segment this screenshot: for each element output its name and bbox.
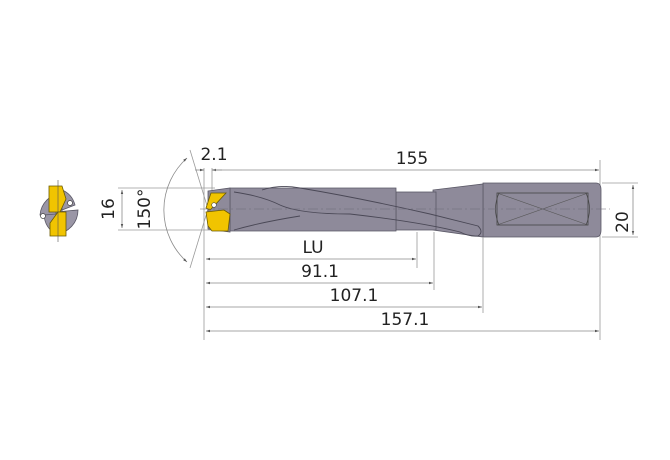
insert-top: [205, 192, 227, 211]
coolant-hole-icon: [67, 200, 73, 206]
diameter-dimension: 16: [99, 187, 215, 231]
overall-155-label: 155: [396, 149, 428, 169]
insert-bottom: [205, 209, 231, 232]
point-offset-dimension: 2.1: [195, 145, 228, 340]
drill-diameter-label: 16: [99, 198, 119, 220]
coolant-hole-icon: [40, 213, 46, 219]
end-view: [39, 180, 79, 242]
overall-155-dimension: 155: [214, 149, 601, 340]
flute-length-label: 91.1: [301, 262, 339, 282]
shank-diameter-dimension: 20: [602, 182, 638, 238]
body-taper: [432, 183, 484, 238]
end-view-insert-top: [48, 185, 67, 213]
usable-length-label: LU: [302, 238, 323, 258]
drill-side-view: [200, 182, 610, 238]
length-dimensions: LU 91.1 107.1 157.1: [206, 232, 599, 333]
point-angle-dimension: 150°: [135, 149, 209, 269]
overall-length-label: 157.1: [381, 310, 430, 330]
body-length-label: 107.1: [330, 286, 379, 306]
point-angle-label: 150°: [135, 189, 155, 230]
shank: [482, 182, 602, 238]
point-offset-label: 2.1: [200, 145, 227, 165]
shank-diameter-label: 20: [613, 211, 633, 233]
